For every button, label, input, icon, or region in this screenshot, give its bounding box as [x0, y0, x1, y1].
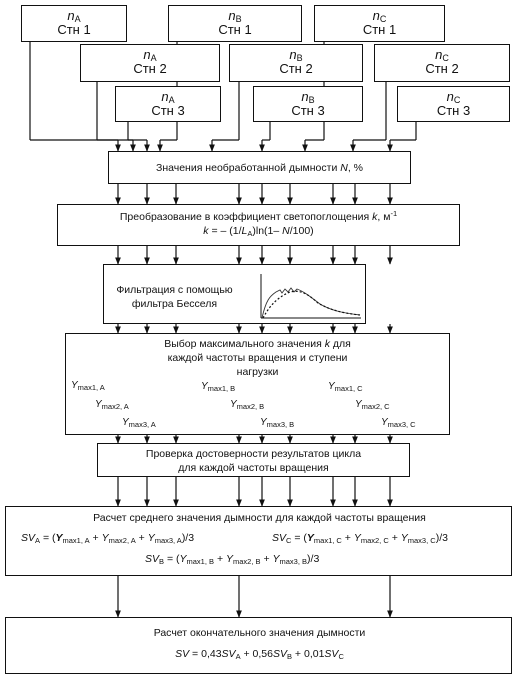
formula-mid2: )ln(1–	[252, 225, 283, 237]
speed-var: n	[301, 89, 309, 104]
speed-var: n	[143, 47, 151, 62]
average-title: Расчет среднего значения дымности для ка…	[93, 512, 426, 524]
speed-sub: B	[296, 53, 303, 63]
speed-sub: C	[379, 14, 387, 24]
validation-box: Проверка достоверности результатов цикла…	[97, 443, 410, 477]
stage-label: Стн 2	[425, 61, 459, 76]
speed-sub: A	[74, 14, 81, 24]
sva-formula: SVA = (Ymax1, A + Ymax2, A + Ymax3, A)/3	[21, 532, 195, 545]
stage-label: Стн 1	[57, 22, 91, 37]
conversion-text: Преобразование в коэффициент светопоглощ…	[119, 211, 370, 223]
speed-var: n	[435, 47, 443, 62]
stage-label: Стн 3	[151, 103, 185, 118]
y-max-label: Ymax3, B	[260, 417, 295, 429]
conversion-unit: , м	[377, 211, 391, 223]
raw-smoke-box: Значения необработанной дымности N, %	[108, 151, 411, 184]
conversion-unit-exp: -1	[390, 209, 398, 218]
conversion-var: k	[372, 211, 378, 223]
conversion-box: Преобразование в коэффициент светопоглощ…	[57, 204, 460, 246]
validation-line2: для каждой частоты вращения	[178, 462, 329, 474]
flow-arrows	[115, 140, 393, 618]
stage-label: Стн 1	[218, 22, 252, 37]
conversion-title: Преобразование в коэффициент светопоглощ…	[58, 210, 459, 224]
speed-var: n	[161, 89, 169, 104]
formula-mid1: = – (1/	[208, 225, 242, 237]
filter-line1: Фильтрация с помощью	[116, 284, 233, 296]
speed-var: n	[228, 8, 236, 23]
y-max-label: Ymax1, A	[71, 380, 105, 392]
y-max-label: Ymax2, B	[230, 399, 265, 411]
smoke-curve-plot	[260, 274, 361, 319]
y-max-label: Ymax1, C	[328, 381, 363, 393]
formula-k: k	[203, 225, 209, 237]
speed-sub: B	[308, 95, 315, 105]
stage-label: Стн 2	[279, 61, 313, 76]
raw-smoke-unit: , %	[347, 162, 363, 174]
selection-line2: каждой частоты вращения и ступени	[167, 352, 348, 364]
speed-sub: A	[150, 53, 157, 63]
stage-label: Стн 3	[436, 103, 471, 118]
final-title: Расчет окончательного значения дымности	[153, 627, 366, 639]
y-max-label: Ymax2, A	[95, 399, 129, 411]
y-max-label: Ymax2, C	[355, 399, 390, 411]
y-max-label: Ymax1, B	[201, 381, 236, 393]
y-max-label: Ymax3, C	[381, 417, 416, 429]
speed-sub: C	[453, 95, 461, 105]
connector-lines	[29, 42, 417, 141]
average-box	[5, 506, 512, 576]
raw-smoke-text: Значения необработанной дымности	[155, 162, 338, 174]
final-box	[5, 617, 512, 674]
selection-box: Выбор максимального значения k для каждо…	[65, 333, 450, 435]
stage-label: Стн 1	[362, 22, 397, 37]
svc-formula: SVC = (Ymax1, C + Ymax2, C + Ymax3, C)/3	[272, 532, 448, 545]
final-formula: SV = 0,43SVA + 0,56SVB + 0,01SVC	[175, 648, 344, 661]
conversion-formula: k = – (1/LA)ln(1– N/100)	[58, 224, 459, 238]
selection-line1-a: Выбор максимального значения	[164, 338, 325, 350]
filter-line2: фильтра Бесселя	[131, 298, 218, 310]
speed-var: n	[372, 8, 380, 23]
selection-line1-b: для	[329, 338, 351, 350]
speed-var: n	[446, 89, 454, 104]
stage-label: Стн 3	[291, 103, 325, 118]
formula-end: /100)	[289, 225, 314, 237]
filter-box: Фильтрация с помощью фильтра Бесселя	[103, 264, 366, 324]
formula-L: L	[241, 225, 248, 237]
speed-sub: C	[442, 53, 449, 63]
stage-label: Стн 2	[133, 61, 167, 76]
speed-sub: A	[168, 95, 175, 105]
svb-formula: SVB = (Ymax1, B + Ymax2, B + Ymax3, B)/3	[145, 553, 320, 566]
speed-var: n	[67, 8, 75, 23]
formula-N: N	[282, 225, 290, 237]
selection-k: k	[324, 338, 330, 350]
speed-var: n	[289, 47, 297, 62]
selection-line1: Выбор максимального значения k для	[66, 337, 449, 351]
y-max-label: Ymax3, A	[122, 417, 156, 429]
formula-L-sub: A	[247, 229, 253, 238]
speed-sub: B	[235, 14, 242, 24]
selection-line3: нагрузки	[236, 366, 279, 378]
validation-line1: Проверка достоверности результатов цикла	[145, 448, 362, 460]
raw-smoke-var: N	[340, 162, 348, 174]
